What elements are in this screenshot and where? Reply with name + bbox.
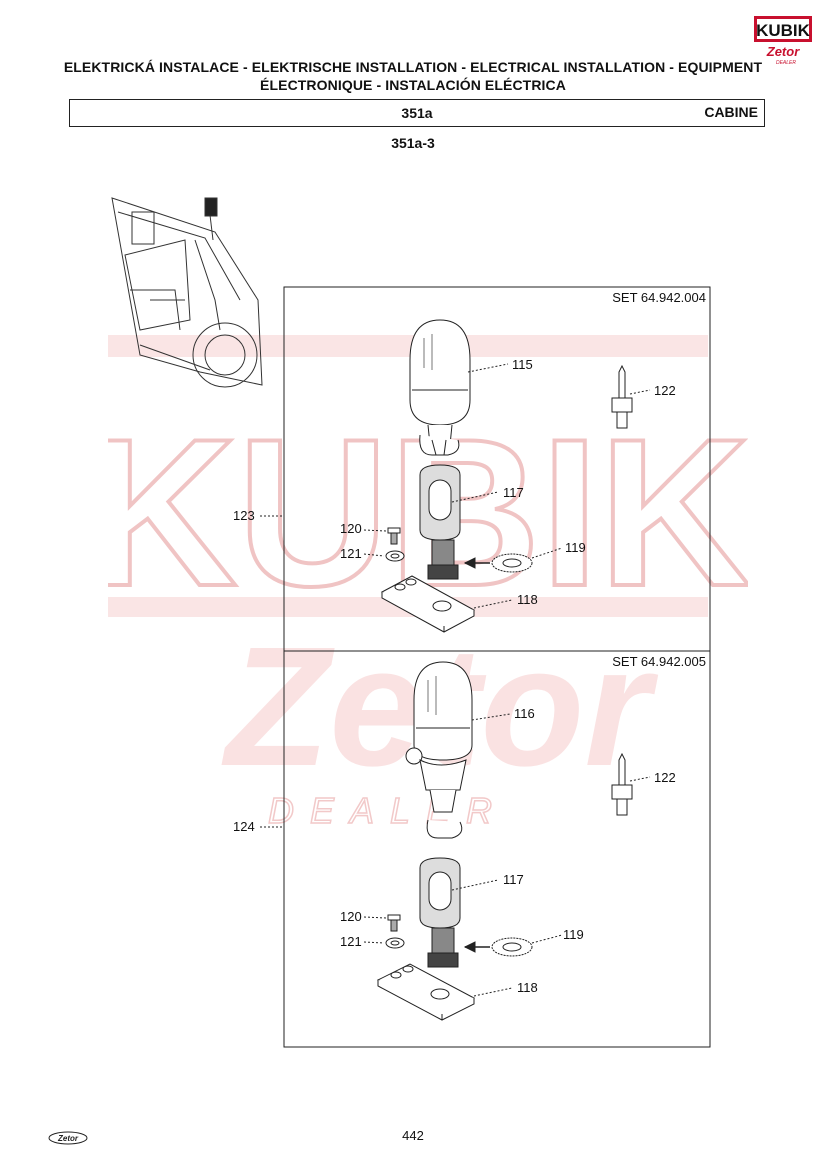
part-label-119: 119 [565,540,586,555]
part-label-116: 116 [514,706,535,721]
leader-115 [467,363,509,373]
lock-washer-119-b [463,937,533,957]
leader-118-b [473,987,513,997]
subsection-code: 351a-3 [391,135,435,151]
connector-pin-122 [611,364,633,429]
set-1-title: SET 64.942.004 [612,290,706,305]
part-label-119-b: 119 [563,927,584,942]
bolt-120-b [387,914,401,932]
zetor-footer-logo: Zetor [48,1131,88,1145]
kubik-zetor-logo: KUBIK Zetor DEALER [752,14,814,66]
mounting-plate-118 [380,575,476,633]
part-label-120-b: 120 [340,909,362,924]
bracket-117-b [419,857,461,968]
bolt-120 [387,527,401,545]
section-name: CABINE [704,104,758,120]
leader-120 [363,529,387,532]
beacon-lamp-116 [405,661,473,839]
leader-121-b [363,941,385,944]
leader-116 [471,713,511,721]
zetor-footer-text: Zetor [57,1134,79,1143]
page-title-line2: ÉLECTRONIQUE - INSTALACIÓN ELÉCTRICA [260,77,566,93]
part-label-117-b: 117 [503,872,524,887]
bracket-117 [419,464,461,580]
part-label-121: 121 [340,546,362,561]
page-title-line1: ELEKTRICKÁ INSTALACE - ELEKTRISCHE INSTA… [63,59,763,75]
part-label-121-b: 121 [340,934,362,949]
mounting-plate-118-b [376,963,476,1021]
part-label-120: 120 [340,521,362,536]
beacon-lamp-115 [409,319,471,456]
leader-118 [473,599,513,609]
set-1-label: 123 [233,508,255,523]
leader-122 [629,389,651,395]
connector-pin-122-b [611,752,633,816]
section-bar: 351a CABINE [69,99,765,127]
leader-120-b [363,916,387,919]
set-1-parts [363,319,651,633]
leader-121 [363,553,385,557]
part-label-118-b: 118 [517,980,538,995]
washer-121-b [385,937,405,949]
set-frame-2 [283,650,711,1048]
leader-119-b [531,934,563,944]
washer-121 [385,550,405,562]
tractor-cab-sketch [111,197,263,388]
part-label-122-b: 122 [654,770,676,785]
part-label-118: 118 [517,592,538,607]
section-code: 351a [401,105,433,121]
lock-washer-119 [463,553,533,573]
set-2-label: 124 [233,819,255,834]
leader-119 [531,547,563,559]
leader-122-b [629,776,651,782]
page-number: 442 [402,1128,424,1143]
logo-dealer-text: DEALER [776,60,796,66]
part-label-115: 115 [512,357,533,372]
logo-zetor-text: Zetor [766,44,800,59]
set-2-title: SET 64.942.005 [612,654,706,669]
part-label-122: 122 [654,383,676,398]
set-2-parts [363,661,651,1021]
part-label-117: 117 [503,485,524,500]
page-title: ELEKTRICKÁ INSTALACE - ELEKTRISCHE INSTA… [40,58,786,94]
logo-kubik-text: KUBIK [756,21,811,40]
set-frame-1 [283,286,711,652]
